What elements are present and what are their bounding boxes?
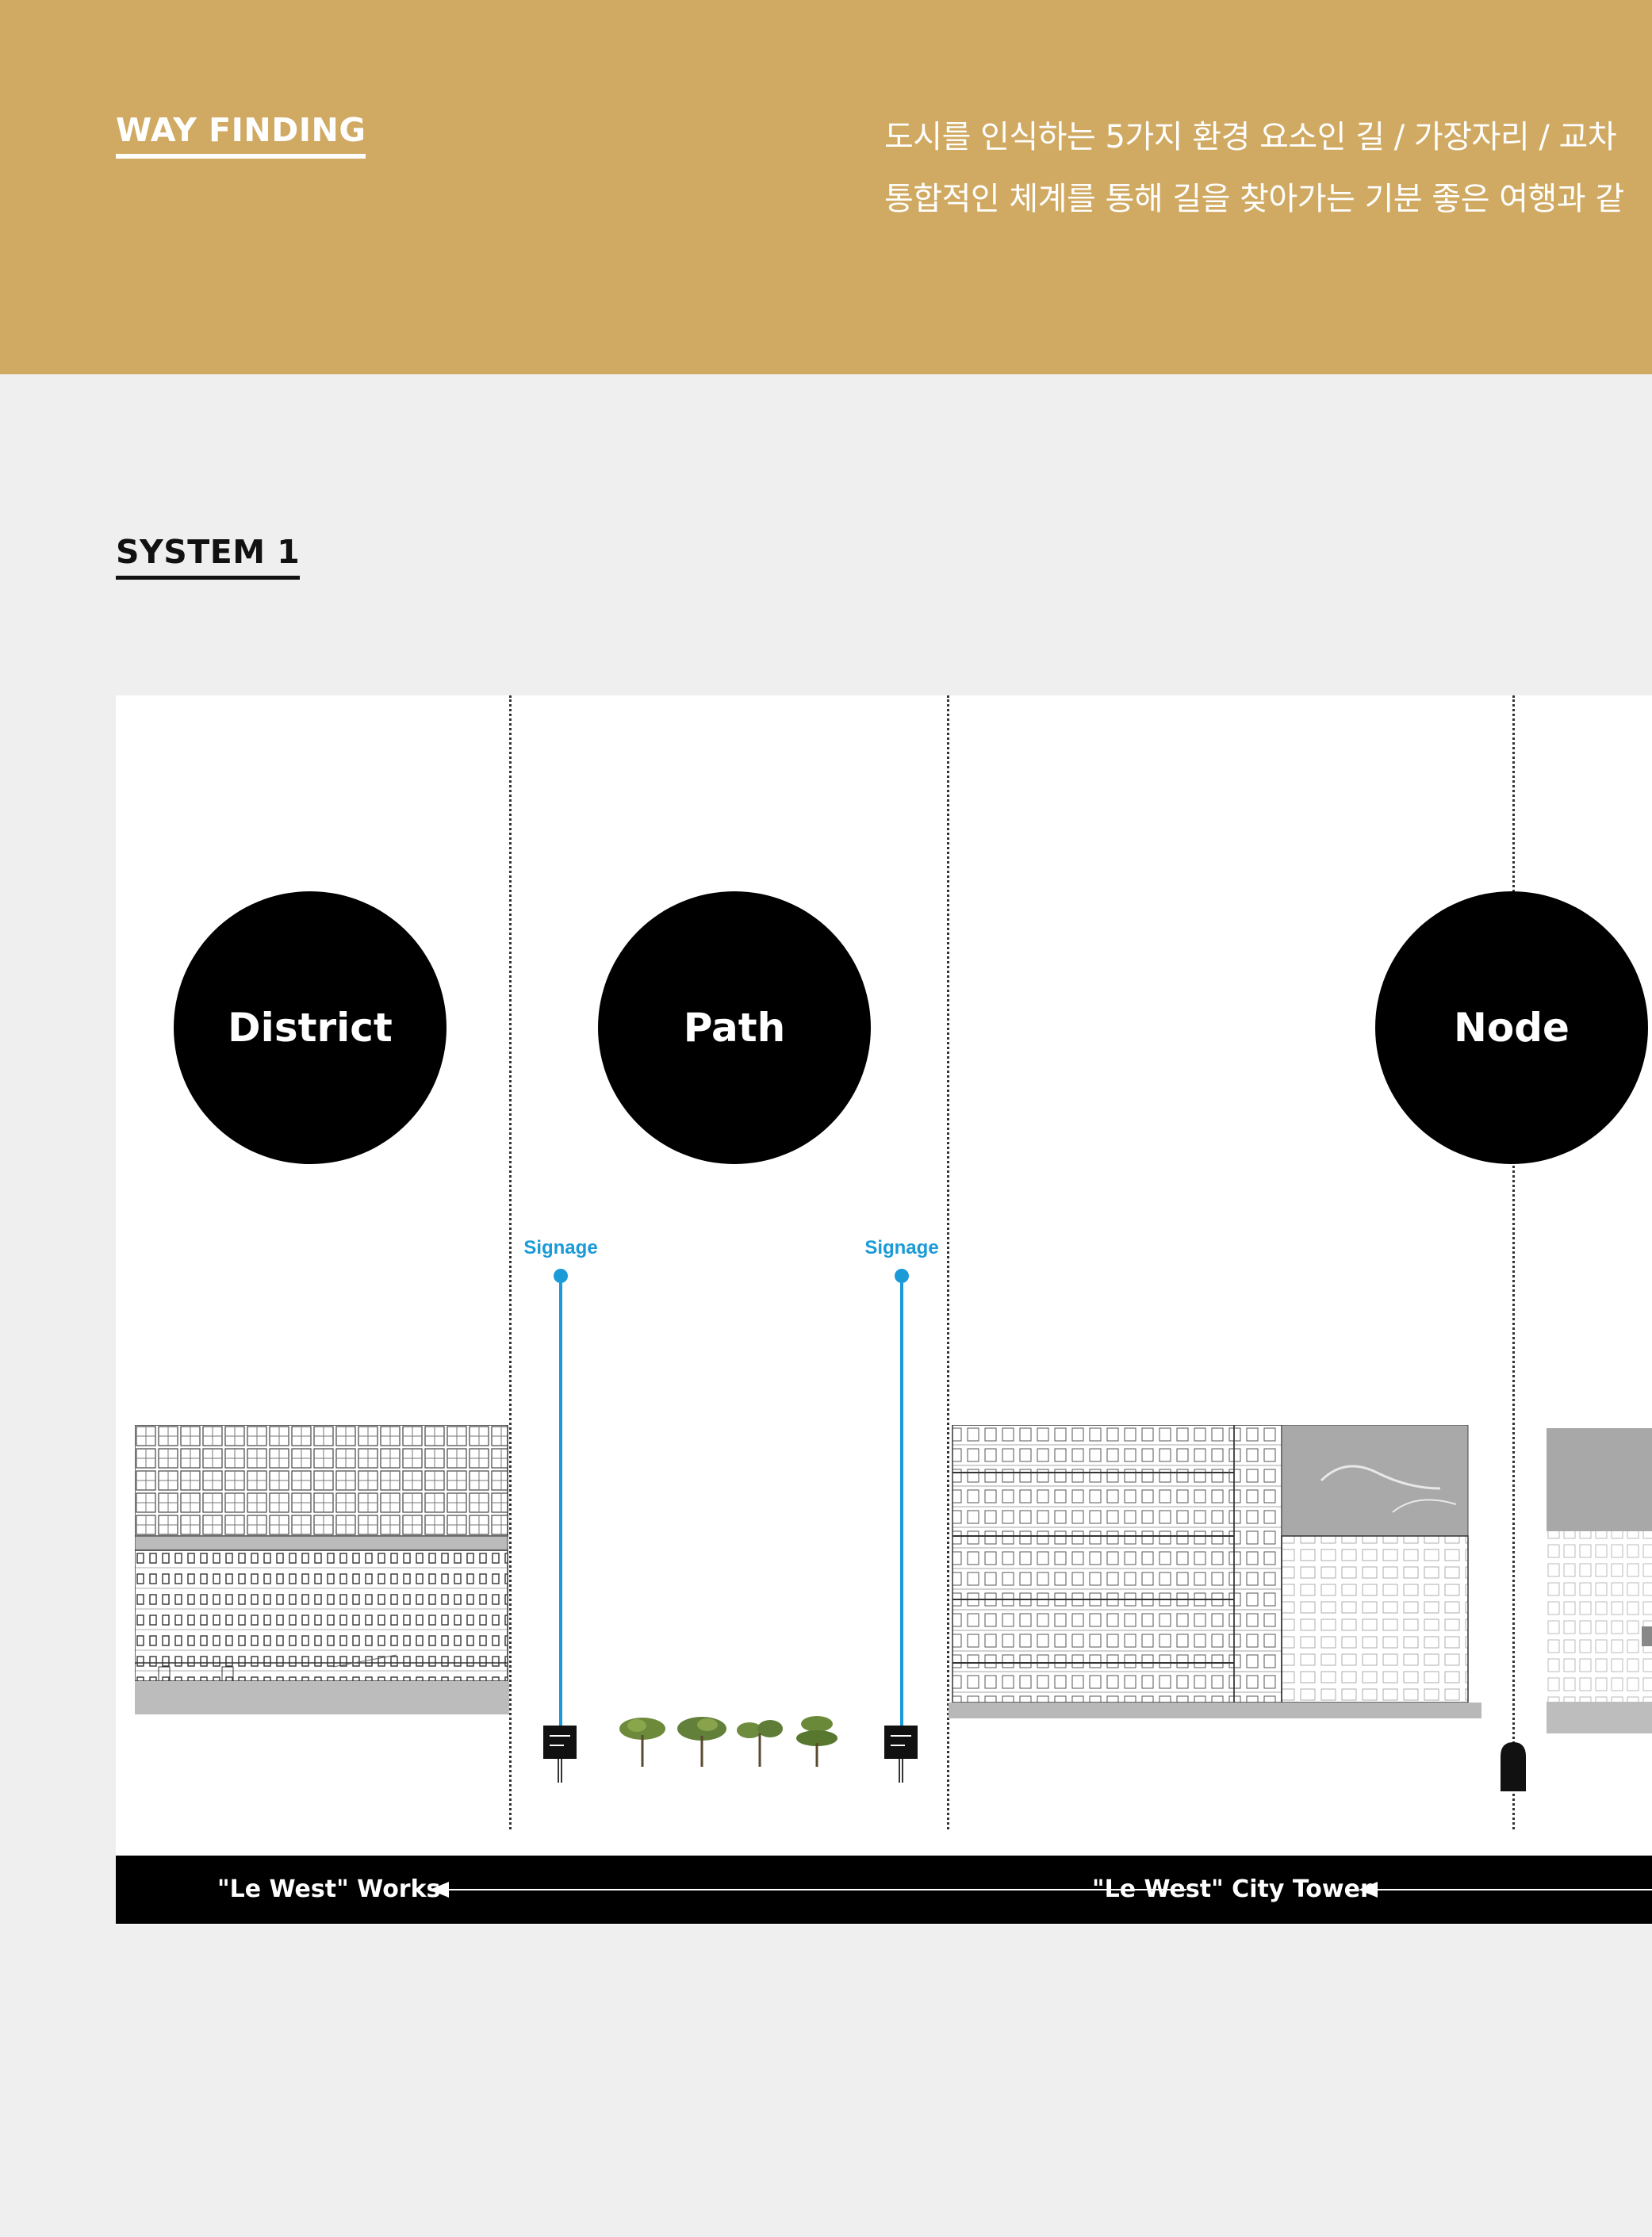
district-circle: District [174,891,447,1164]
sign-board-icon [543,1726,577,1759]
diagram-panel: District Path Node Signage Signage [116,695,1652,1925]
tree-icon [619,1718,665,1767]
signage-pole [900,1283,903,1727]
signage-pole [559,1283,562,1727]
sign-post [558,1759,562,1783]
le-west-city-tower-elevation [949,1425,1481,1718]
intro-text-line-1: 도시를 인식하는 5가지 환경 요소인 길 / 가장자리 / 교차 [884,119,1617,155]
intro-text-line-2: 통합적인 체계를 통해 길을 찾아가는 기분 좋은 여행과 같 [884,181,1624,217]
route-bar: "Le West" Works "Le West" City Tower [116,1856,1652,1924]
path-label: Path [683,1005,786,1051]
dotted-divider [1512,695,1515,1829]
node-circle: Node [1375,891,1648,1164]
tree-icon [796,1716,837,1767]
signage-dot-icon [895,1269,909,1283]
signage-marker-left: Signage [513,1237,608,1800]
dotted-divider [947,695,949,1829]
district-label: District [228,1005,393,1051]
signage-label: Signage [523,1237,598,1258]
arrow-left-icon [430,1882,1186,1898]
way-finding-title: WAY FINDING [116,111,366,159]
signage-marker-right: Signage [854,1237,949,1800]
sign-post [899,1759,903,1783]
system-title: SYSTEM 1 [116,533,301,580]
dotted-divider [509,695,512,1829]
signage-label: Signage [864,1237,939,1258]
node-label: Node [1454,1005,1570,1051]
signage-dot-icon [554,1269,568,1283]
path-circle: Path [598,891,871,1164]
arrow-left-icon [1359,1882,1652,1898]
partial-building-elevation [1547,1428,1652,1733]
le-west-city-tower-label: "Le West" City Tower [1092,1875,1372,1903]
le-west-works-elevation [135,1425,509,1714]
sign-board-icon [884,1726,918,1759]
header-band: WAY FINDING 도시를 인식하는 5가지 환경 요소인 길 / 가장자리… [0,0,1652,374]
tree-icon [677,1717,726,1767]
le-west-works-label: "Le West" Works [217,1875,441,1903]
tree-icon [737,1720,783,1767]
gate-icon [1501,1742,1526,1791]
